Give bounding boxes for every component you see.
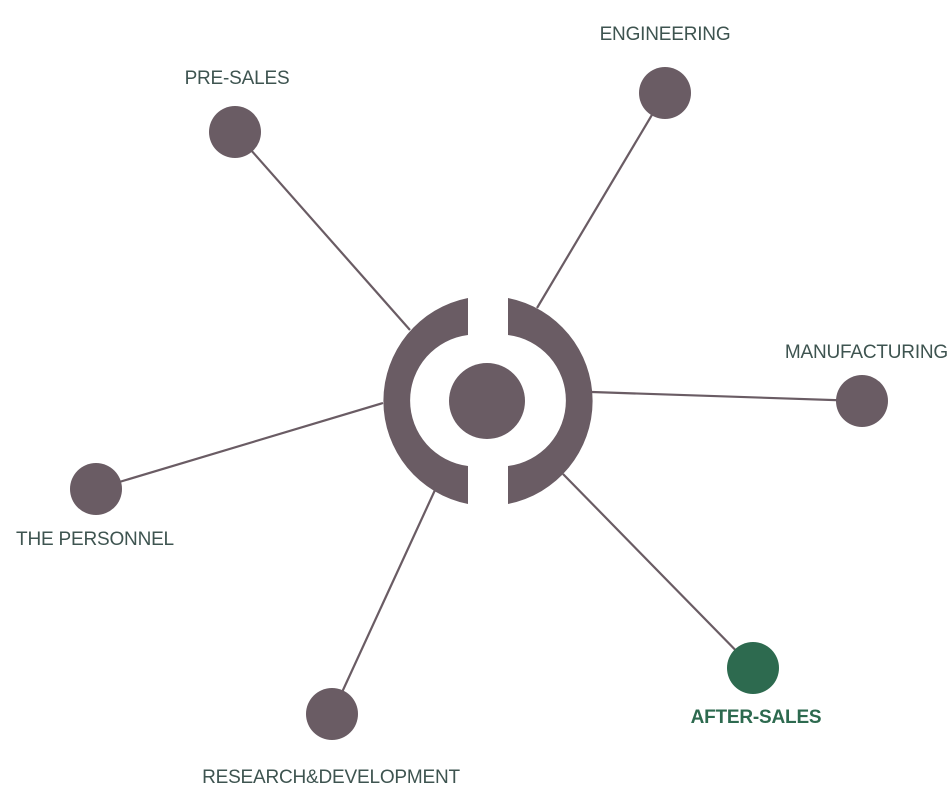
node-label-the-personnel[interactable]: THE PERSONNEL (16, 529, 174, 550)
connector-line-engineering (536, 92, 666, 309)
node-research-development[interactable]: RESEARCH&DEVELOPMENT (202, 688, 461, 788)
node-label-after-sales[interactable]: AFTER-SALES (691, 707, 822, 728)
connector-line-after-sales (562, 473, 754, 669)
node-pre-sales[interactable]: PRE-SALES (185, 68, 290, 158)
node-engineering[interactable]: ENGINEERING (600, 24, 731, 119)
node-manufacturing[interactable]: MANUFACTURING (785, 342, 948, 427)
node-circle-manufacturing[interactable] (836, 375, 888, 427)
node-circle-the-personnel[interactable] (70, 463, 122, 515)
connector-line-pre-sales (234, 131, 411, 331)
node-after-sales[interactable]: AFTER-SALES (691, 642, 822, 728)
node-the-personnel[interactable]: THE PERSONNEL (16, 463, 174, 550)
hub-right-arc (508, 298, 593, 504)
node-label-research-development[interactable]: RESEARCH&DEVELOPMENT (202, 767, 461, 788)
diagram-nodes: PRE-SALES ENGINEERING MANUFACTURING AFTER-S… (16, 24, 948, 788)
central-hub (383, 298, 593, 504)
node-circle-research-development[interactable] (306, 688, 358, 740)
connector-line-research-development (331, 489, 436, 715)
hub-core-circle (449, 363, 525, 439)
connector-lines (95, 92, 863, 715)
node-label-engineering[interactable]: ENGINEERING (600, 24, 731, 45)
node-label-manufacturing[interactable]: MANUFACTURING (785, 342, 948, 363)
connector-line-manufacturing (591, 390, 863, 403)
connector-line-the-personnel (95, 401, 384, 491)
node-circle-pre-sales[interactable] (209, 106, 261, 158)
hub-left-arc (383, 298, 468, 504)
node-label-pre-sales[interactable]: PRE-SALES (185, 68, 290, 89)
node-circle-engineering[interactable] (639, 67, 691, 119)
node-circle-after-sales[interactable] (727, 642, 779, 694)
